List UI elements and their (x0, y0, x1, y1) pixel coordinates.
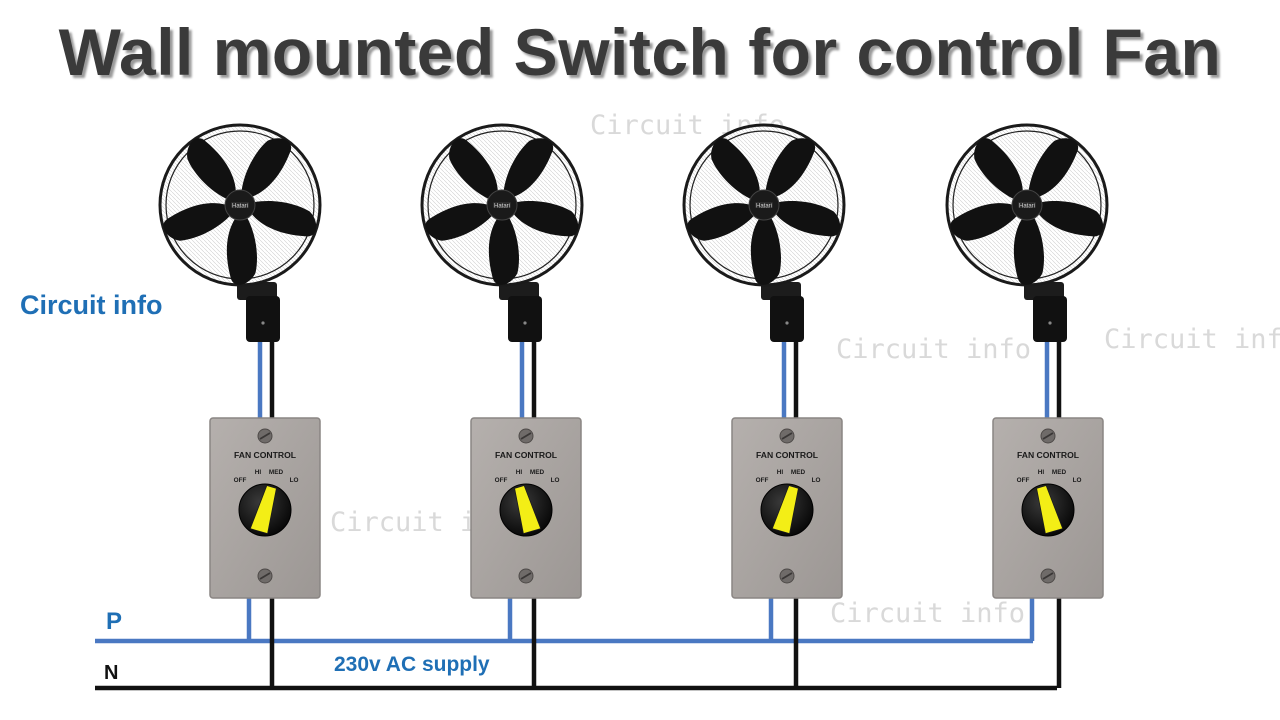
switch-heading: FAN CONTROL (495, 450, 557, 460)
speed-label-hi: HI (255, 469, 262, 476)
fan-blade (750, 210, 781, 285)
knob-indicator (771, 485, 799, 535)
switch-heading: FAN CONTROL (1017, 450, 1079, 460)
speed-label-off: OFF (756, 477, 769, 484)
knob-indicator (1036, 485, 1064, 535)
bottom-screw-slot (259, 572, 271, 580)
bottom-screw-slot (1042, 572, 1054, 580)
fan-blade (1032, 200, 1104, 237)
watermark: Circuit info (1104, 324, 1280, 355)
top-screw-slot (520, 432, 532, 440)
wall-fan: Hatari (945, 123, 1109, 342)
wall-fan: Hatari (420, 123, 584, 342)
supply-label: 230v AC supply (334, 653, 490, 676)
fan-bracket (1024, 282, 1064, 300)
diagram-title: Wall mounted Switch for control Fan (58, 15, 1222, 89)
knob-indicator (249, 485, 277, 535)
fan-blade (226, 210, 257, 285)
fan-badge-plate (1018, 202, 1036, 208)
speed-label-med: MED (530, 469, 545, 476)
speed-label-med: MED (269, 469, 284, 476)
fan-blade (503, 138, 554, 200)
fan-brand-text: Hatari (756, 204, 772, 210)
fan-blade (765, 138, 816, 200)
fan-motor-mount (508, 296, 542, 342)
speed-label-lo: LO (551, 477, 560, 484)
fan-blade (711, 138, 760, 203)
fan-badge-plate (755, 202, 773, 208)
speed-label-off: OFF (1017, 477, 1030, 484)
fan-brand-text: Hatari (494, 204, 510, 210)
fan-mount-dot (785, 321, 789, 325)
fan-mount-dot (261, 321, 265, 325)
wall-fan: Hatari (158, 123, 322, 342)
fan-blade (449, 138, 498, 203)
fan-motor-mount (246, 296, 280, 342)
speed-label-med: MED (1052, 469, 1067, 476)
speed-label-lo: LO (812, 477, 821, 484)
fan-blade (425, 203, 498, 241)
fan-blade (974, 138, 1023, 203)
fan-blade (950, 203, 1023, 241)
fan-control-switch: FAN CONTROL HI MED OFF LO (470, 417, 582, 599)
fan-control-switch: FAN CONTROL HI MED OFF LO (992, 417, 1104, 599)
speed-label-lo: LO (1073, 477, 1082, 484)
speed-label-off: OFF (234, 477, 247, 484)
knob-indicator (514, 485, 542, 535)
fan-badge-plate (493, 202, 511, 208)
fan-mount-dot (523, 321, 527, 325)
fan-bracket (761, 282, 801, 300)
fan-brand-text: Hatari (1019, 204, 1035, 210)
fan-motor-mount (1033, 296, 1067, 342)
watermark: Circuit info (836, 334, 1032, 365)
speed-label-off: OFF (495, 477, 508, 484)
speed-label-lo: LO (290, 477, 299, 484)
fan-mount-dot (1048, 321, 1052, 325)
fan-blade (488, 210, 519, 285)
fan-bracket (237, 282, 277, 300)
fan-blade (507, 200, 579, 237)
fan-brand-text: Hatari (232, 204, 248, 210)
switch-heading: FAN CONTROL (234, 450, 296, 460)
fan-blade (1013, 210, 1044, 285)
bottom-screw-slot (781, 572, 793, 580)
top-screw-slot (781, 432, 793, 440)
phase-label: P (106, 608, 123, 635)
bottom-screw-slot (520, 572, 532, 580)
fan-blade (163, 203, 236, 241)
fan-blade (769, 200, 841, 237)
fan-blade (687, 203, 760, 241)
fan-control-switch: FAN CONTROL HI MED OFF LO (731, 417, 843, 599)
fan-bracket (499, 282, 539, 300)
fan-blade (241, 138, 292, 200)
speed-label-hi: HI (777, 469, 784, 476)
fan-blade (245, 200, 317, 237)
top-screw-slot (259, 432, 271, 440)
fan-blade (187, 138, 236, 203)
fan-badge-plate (231, 202, 249, 208)
wires (95, 638, 1057, 691)
fan-motor-mount (770, 296, 804, 342)
fan-control-switch: FAN CONTROL HI MED OFF LO (209, 417, 321, 599)
switch-heading: FAN CONTROL (756, 450, 818, 460)
neutral-label: N (104, 662, 119, 684)
speed-label-med: MED (791, 469, 806, 476)
speed-label-hi: HI (1038, 469, 1045, 476)
top-screw-slot (1042, 432, 1054, 440)
speed-label-hi: HI (516, 469, 523, 476)
watermark: Circuit info (830, 598, 1026, 629)
fan-blade (1028, 138, 1079, 200)
wall-fan: Hatari (682, 123, 846, 342)
brand-label: Circuit info (20, 290, 163, 320)
